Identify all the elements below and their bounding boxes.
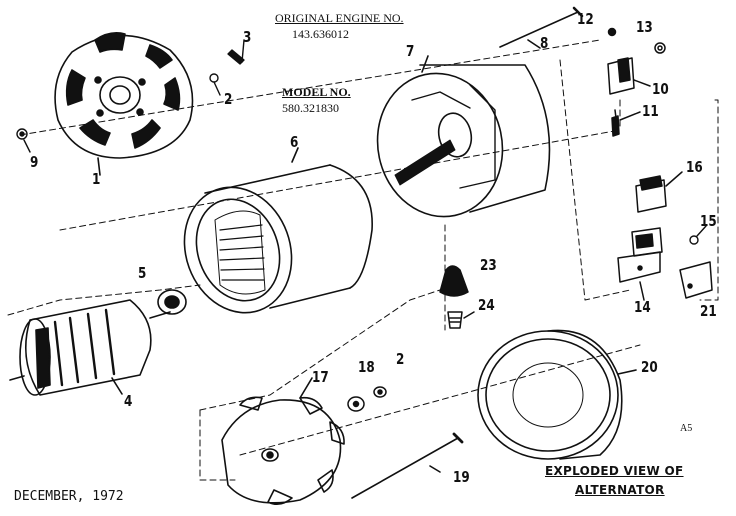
callout-4: 4 — [124, 392, 133, 410]
rear-cover-part — [477, 329, 637, 460]
callout-8: 8 — [540, 34, 549, 52]
callout-19: 19 — [453, 468, 470, 486]
nut-parts — [607, 27, 666, 54]
caption-line-1: EXPLODED VIEW OF — [545, 464, 684, 478]
callout-13: 13 — [636, 18, 653, 36]
callout-9: 9 — [30, 153, 39, 171]
callout-18: 18 — [358, 358, 375, 376]
grommet-part — [439, 265, 475, 329]
callout-20: 20 — [641, 358, 658, 376]
cooling-fan-part — [221, 377, 345, 506]
callout-1: 1 — [92, 170, 101, 188]
callout-23: 23 — [480, 256, 497, 274]
rectifier-part — [635, 171, 683, 213]
callout-12: 12 — [577, 10, 594, 28]
callout-5: 5 — [138, 264, 147, 282]
through-bolt-part — [499, 6, 584, 49]
callout-24: 24 — [478, 296, 495, 314]
callout-11: 11 — [642, 102, 659, 120]
regulator-part — [607, 57, 651, 95]
screw-parts — [16, 39, 245, 153]
connector-part — [611, 109, 641, 137]
callout-16: 16 — [686, 158, 703, 176]
callout-2-upper: 2 — [224, 90, 233, 108]
model-number-value: 580.321830 — [282, 101, 339, 115]
stator-assembly-part — [183, 147, 373, 314]
long-bolt-part — [351, 432, 464, 499]
callout-15: 15 — [700, 212, 717, 230]
clip-part — [679, 261, 713, 299]
page-code: A5 — [680, 423, 693, 434]
callout-17: 17 — [312, 368, 329, 386]
callout-3: 3 — [243, 28, 252, 46]
callout-21: 21 — [700, 302, 717, 320]
bearing-part — [157, 289, 187, 315]
caption-line-2: ALTERNATOR — [575, 483, 665, 497]
callout-2-lower: 2 — [396, 350, 405, 368]
washer-parts — [347, 386, 387, 412]
callout-6: 6 — [290, 133, 299, 151]
original-engine-number: 143.636012 — [292, 27, 349, 41]
callout-7: 7 — [406, 42, 415, 60]
main-housing-part — [376, 55, 551, 218]
callout-10: 10 — [652, 80, 669, 98]
rotor-part — [9, 299, 171, 396]
alignment-lines — [7, 39, 719, 481]
mounting-bracket-part — [617, 227, 663, 301]
publication-date: DECEMBER, 1972 — [14, 489, 124, 504]
original-engine-label: ORIGINAL ENGINE NO. — [275, 11, 404, 25]
screw-15-part — [689, 225, 707, 245]
end-bell-housing-part — [54, 32, 194, 176]
model-number-label: MODEL NO. — [282, 85, 351, 99]
callout-14: 14 — [634, 298, 651, 316]
